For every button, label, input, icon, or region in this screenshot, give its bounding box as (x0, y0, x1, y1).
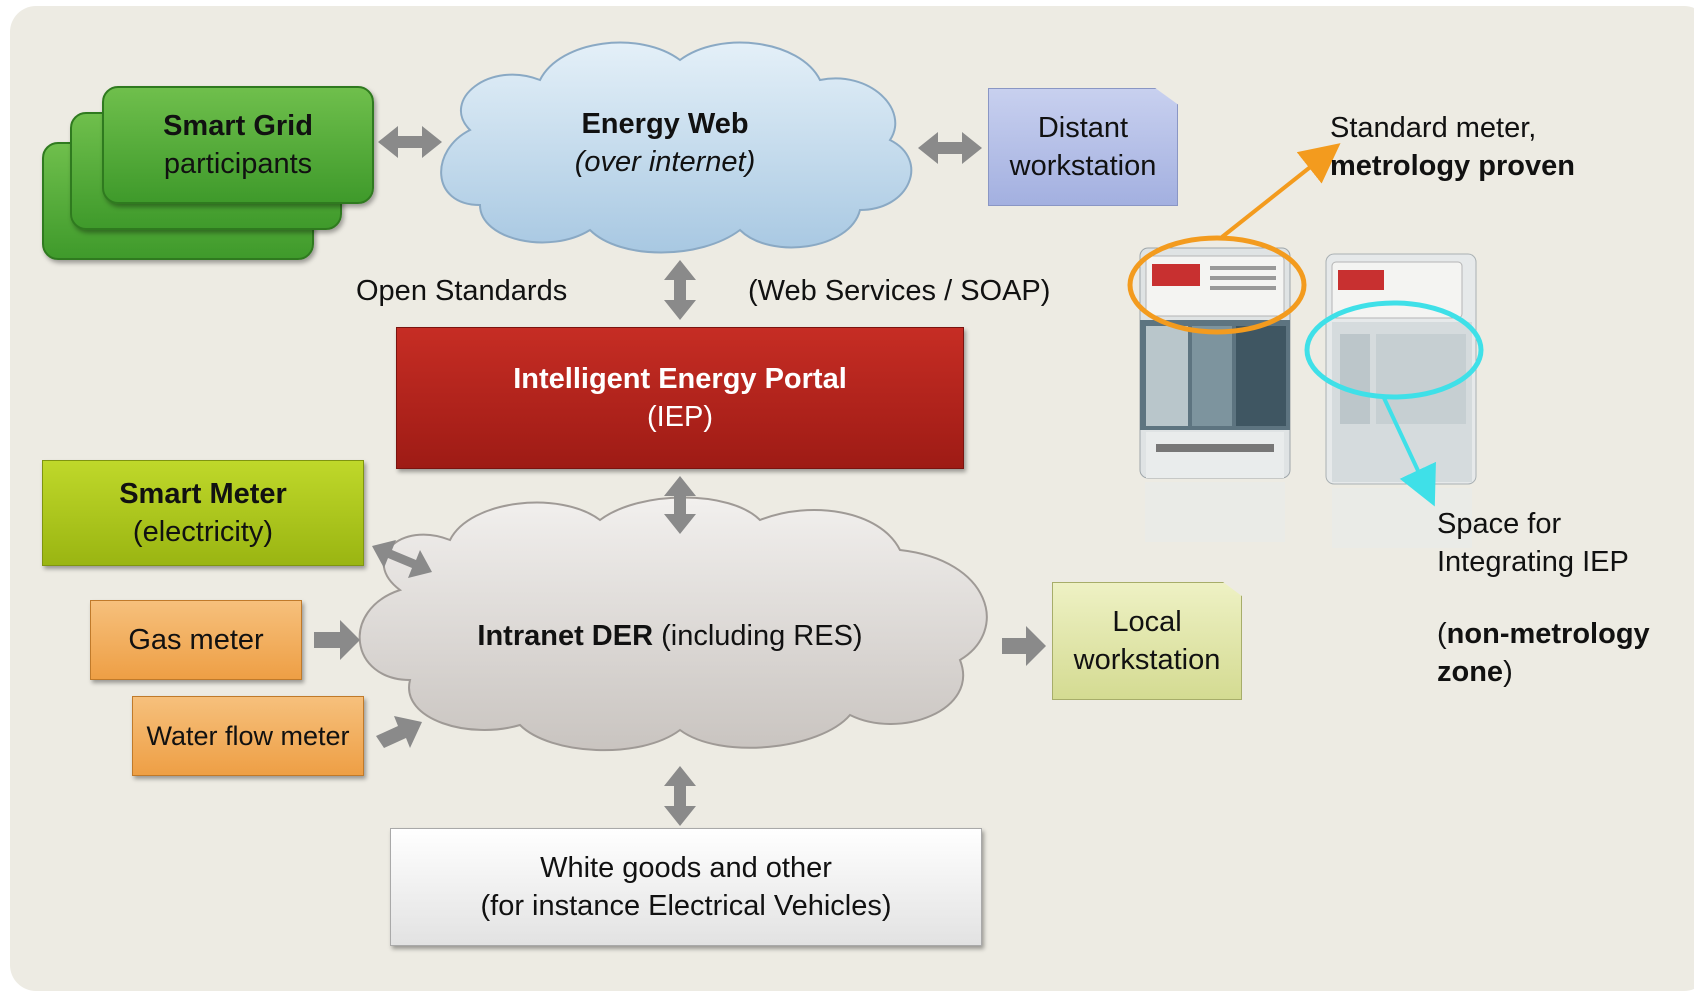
smart-meter-title: Smart Meter (119, 478, 287, 510)
energy-web-subtitle: (over internet) (574, 146, 756, 178)
distant-workstation-line2: workstation (1009, 150, 1157, 182)
arrow-energyweb-iep (664, 260, 696, 320)
iep-box: Intelligent Energy Portal (IEP) (396, 327, 964, 469)
space-for-line1: Space for (1437, 508, 1562, 540)
standard-meter-line2: metrology proven (1330, 150, 1575, 182)
standard-meter-line1: Standard meter, (1330, 112, 1537, 144)
distant-workstation-line1: Distant (1037, 112, 1129, 144)
iep-subtitle: (IEP) (646, 401, 714, 433)
intranet-der-label: Intranet DER (including RES) (430, 617, 910, 655)
space-for-non-metrology: non-metrology (1446, 618, 1650, 650)
grey-arrows (314, 126, 1046, 826)
meter-right-image (1325, 253, 1477, 548)
smart-meter-box: Smart Meter (electricity) (42, 460, 364, 566)
arrow-smartmeter-intranet (372, 540, 432, 578)
white-goods-line2: (for instance Electrical Vehicles) (480, 890, 892, 922)
web-services-label: (Web Services / SOAP) (748, 275, 1051, 307)
smart-meter-subtitle: (electricity) (132, 516, 274, 548)
space-for-line2: Integrating IEP (1437, 546, 1629, 578)
intranet-der-suffix: (including RES) (653, 620, 863, 652)
white-goods-line1: White goods and other (540, 852, 832, 884)
gas-meter-label: Gas meter (128, 624, 264, 656)
energy-web-label: Energy Web (over internet) (520, 105, 810, 181)
arrow-water-intranet (376, 716, 422, 748)
arrow-smartgrid-energyweb (378, 126, 442, 158)
space-for-iep-callout: Space for Integrating IEP (non-metrology… (1437, 505, 1687, 691)
open-standards-label: Open Standards (356, 275, 568, 307)
intranet-der-title: Intranet DER (477, 620, 654, 652)
energy-web-title: Energy Web (581, 108, 749, 140)
iep-title: Intelligent Energy Portal (513, 363, 847, 395)
local-workstation-line1: Local (1112, 606, 1182, 638)
space-for-zone: zone (1437, 656, 1504, 688)
smart-grid-card-front: Smart Grid participants (102, 86, 374, 204)
space-for-close-paren: ) (1503, 656, 1513, 688)
standard-meter-callout: Standard meter, metrology proven (1330, 109, 1670, 185)
meter-left-image (1139, 247, 1291, 542)
local-workstation-line2: workstation (1073, 644, 1221, 676)
orange-callout-arrow (1220, 143, 1341, 239)
smart-grid-subtitle: participants (163, 148, 313, 180)
water-meter-box: Water flow meter (132, 696, 364, 776)
distant-workstation-box: Distant workstation (988, 88, 1178, 206)
arrow-gas-intranet (314, 620, 360, 660)
white-goods-box: White goods and other (for instance Elec… (390, 828, 982, 946)
gas-meter-box: Gas meter (90, 600, 302, 680)
water-meter-label: Water flow meter (146, 721, 350, 751)
arrow-intranet-whitegoods (664, 766, 696, 826)
arrow-iep-intranet (664, 476, 696, 534)
energy-web-cloud (440, 41, 913, 254)
cyan-callout-arrow (1382, 397, 1436, 507)
smart-grid-title: Smart Grid (163, 110, 313, 142)
metrology-highlight-ellipse (1127, 235, 1307, 335)
non-metrology-highlight-ellipse (1304, 300, 1484, 400)
local-workstation-box: Local workstation (1052, 582, 1242, 700)
space-for-open-paren: ( (1437, 618, 1447, 650)
intranet-der-cloud (358, 496, 988, 752)
arrow-intranet-local (1002, 626, 1046, 666)
arrow-energyweb-distant (918, 132, 982, 164)
